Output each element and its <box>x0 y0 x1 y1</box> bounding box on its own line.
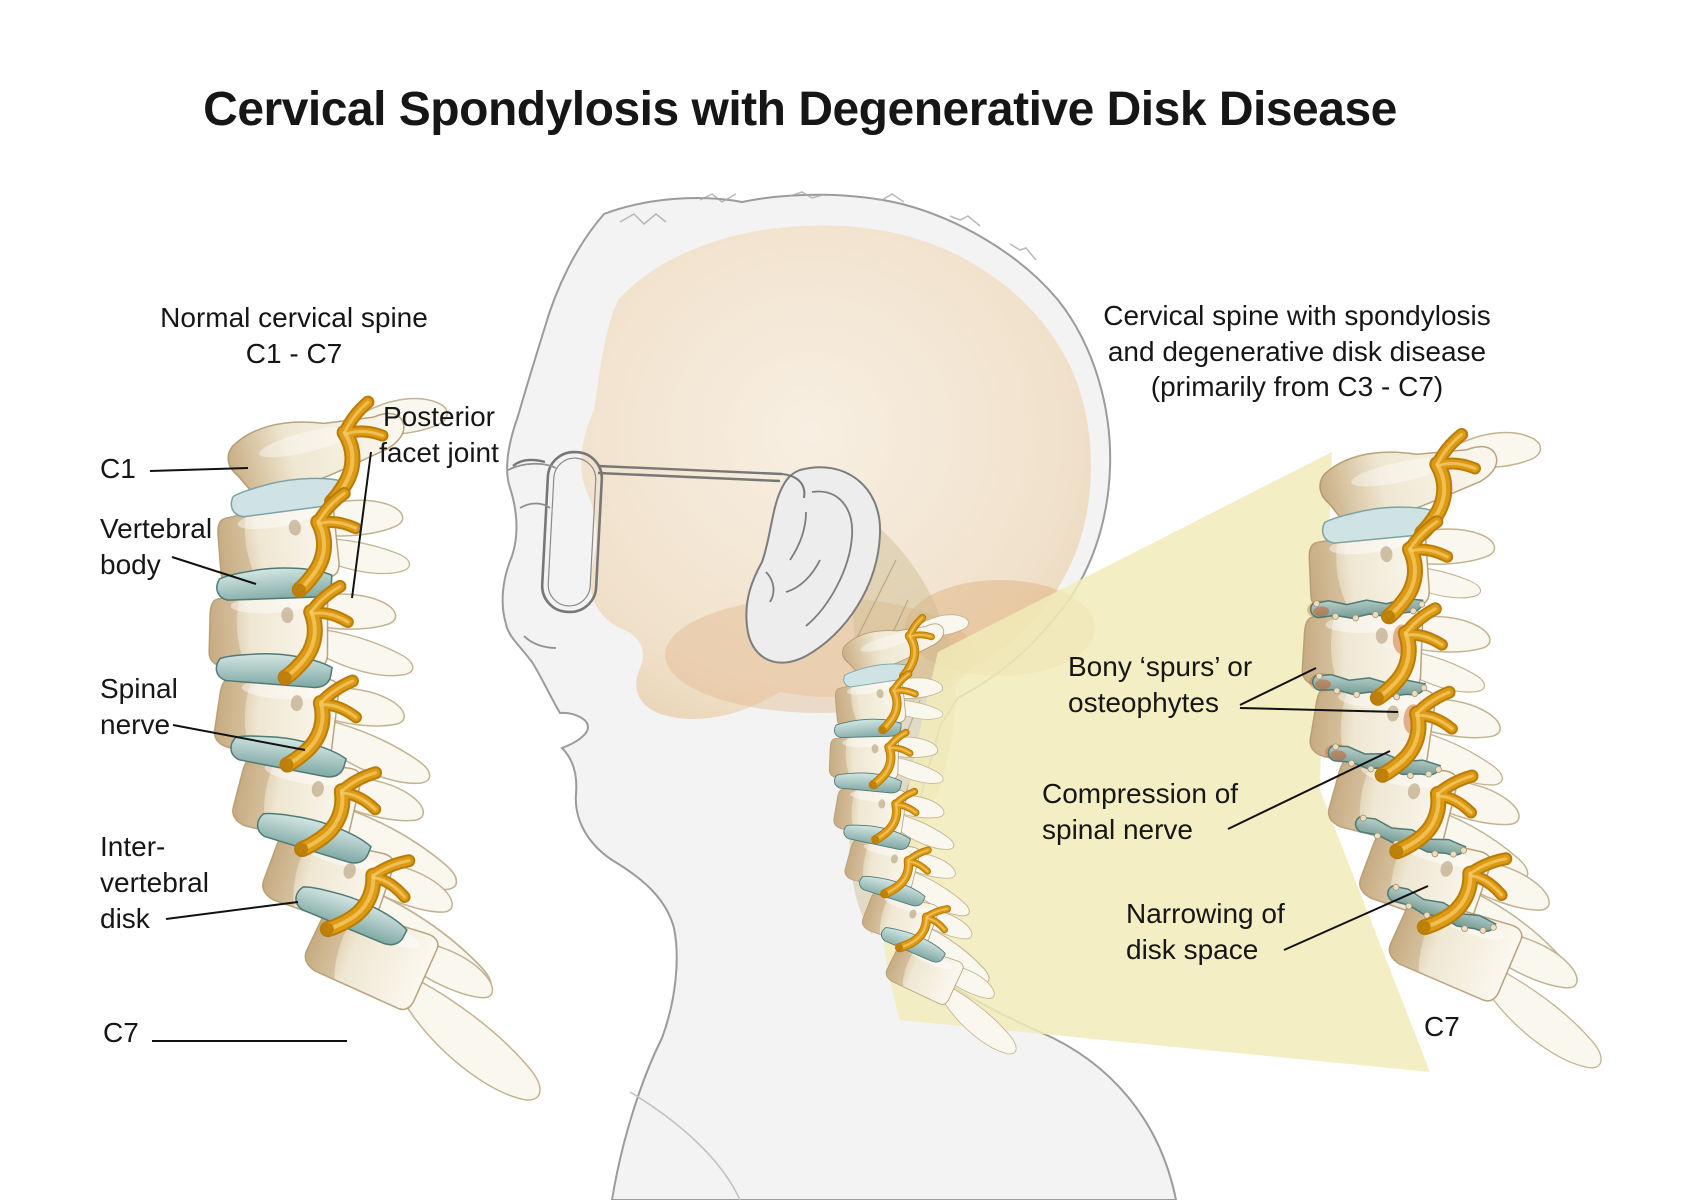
page-title: Cervical Spondylosis with Degenerative D… <box>203 83 1397 136</box>
diseased-spine-heading: Cervical spine with spondylosis and dege… <box>1103 300 1491 403</box>
label-c7-right: C7 <box>1424 1011 1460 1042</box>
leader-bony-spurs-2 <box>1239 707 1399 713</box>
neck-spine-illustration <box>828 613 1017 1055</box>
normal-spine-illustration <box>208 395 541 1101</box>
leader-vertebral-body <box>171 556 257 585</box>
chest-sketch-line <box>629 1091 741 1200</box>
label-posterior-facet-joint: Posterior facet joint <box>379 401 499 468</box>
label-narrowing: Narrowing of disk space <box>1126 898 1285 965</box>
leader-posterior-facet-joint <box>351 451 372 599</box>
label-spinal-nerve: Spinal nerve <box>100 673 178 740</box>
diseased-spine-illustration <box>1301 427 1602 1069</box>
label-compression: Compression of spinal nerve <box>1042 778 1239 845</box>
magnifier-wedge <box>882 452 1430 1072</box>
label-c7-left: C7 <box>103 1017 139 1048</box>
eyebrow-eye-sketch <box>507 462 557 649</box>
leader-spinal-nerve <box>172 724 306 751</box>
hair-sketch-lines <box>619 191 1037 261</box>
leader-lines <box>149 451 1429 1042</box>
ear-icon <box>745 466 882 664</box>
glasses-icon <box>512 450 806 614</box>
leader-bony-spurs-1 <box>1239 667 1317 706</box>
normal-spine-heading: Normal cervical spine C1 - C7 <box>160 302 428 369</box>
leader-compression <box>1227 750 1391 830</box>
label-vertebral-body: Vertebral body <box>100 513 213 580</box>
leader-intervertebral-disk <box>165 901 299 920</box>
label-intervertebral-disk: Inter- vertebral disk <box>100 831 209 934</box>
label-bony-spurs: Bony ‘spurs’ or osteophytes <box>1068 651 1253 718</box>
leader-c1 <box>149 467 249 472</box>
label-c1: C1 <box>100 453 136 484</box>
leader-narrowing <box>1283 885 1429 951</box>
ear-inner-lines <box>765 490 853 627</box>
